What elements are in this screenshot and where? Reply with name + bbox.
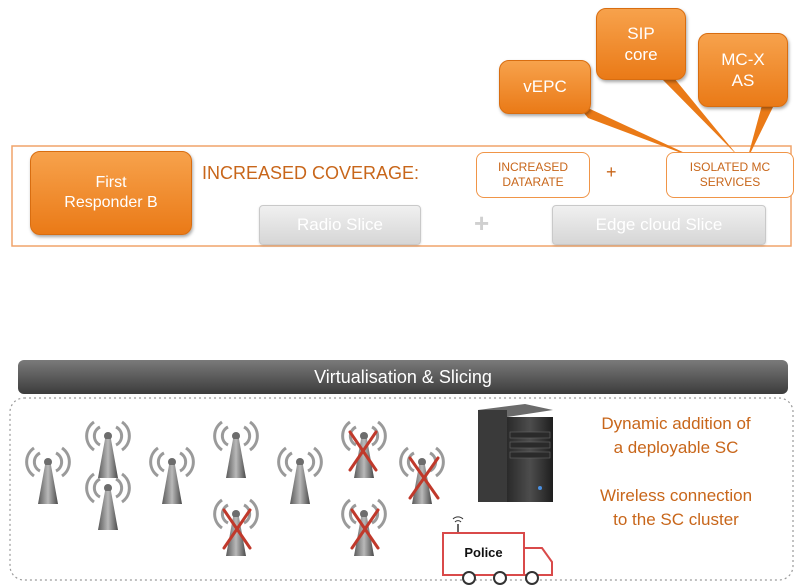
radio-slice-box: Radio Slice xyxy=(259,205,421,245)
police-label: Police xyxy=(464,545,503,560)
virtualisation-bar xyxy=(18,360,788,394)
datarate-line2: DATARATE xyxy=(502,175,564,189)
as-label: AS xyxy=(731,71,755,90)
text-line-5: to the SC cluster xyxy=(613,510,739,529)
mcx-as-callout: MC-X AS xyxy=(698,33,788,107)
bottom-dashed-frame xyxy=(9,397,794,581)
mcx-pointer xyxy=(747,105,774,160)
edge-cloud-slice-box: Edge cloud Slice xyxy=(552,205,766,245)
sip-core-callout: SIP core xyxy=(596,8,686,80)
cross-icon xyxy=(222,508,252,550)
plus-sign: + xyxy=(606,162,617,182)
dynamic-addition-text: Dynamic addition of a deployable SC Wire… xyxy=(562,412,790,532)
cross-icon xyxy=(408,456,440,500)
tower-icon xyxy=(85,472,131,532)
core-label: core xyxy=(624,45,658,64)
sip-label: SIP xyxy=(627,23,655,43)
tower-icon xyxy=(25,446,71,506)
text-line-2: a deployable SC xyxy=(613,438,739,457)
first-responder-line2: Responder B xyxy=(64,194,158,211)
police-truck-icon xyxy=(442,516,553,585)
datarate-box: INCREASED DATARATE xyxy=(476,152,590,198)
radio-slice-label: Radio Slice xyxy=(297,215,383,234)
tower-icon xyxy=(85,420,131,480)
cross-icon xyxy=(350,508,380,550)
vepc-callout: vEPC xyxy=(499,60,591,114)
tower-icon xyxy=(149,446,195,506)
server-icon xyxy=(478,404,553,502)
first-responder-box: First Responder B xyxy=(30,151,192,235)
datarate-line1: INCREASED xyxy=(497,160,568,174)
plus-sign-grey: + xyxy=(474,208,490,238)
isolated-line1: ISOLATED MC xyxy=(689,160,771,174)
vepc-label: vEPC xyxy=(523,77,567,97)
text-line-4: Wireless connection xyxy=(599,486,753,505)
tower-icon xyxy=(213,420,259,480)
mcx-label: MC-X xyxy=(721,49,765,69)
coverage-label: INCREASED COVERAGE: xyxy=(202,163,420,183)
virtualisation-bar-label: Virtualisation & Slicing xyxy=(314,366,492,387)
edge-cloud-slice-label: Edge cloud Slice xyxy=(595,215,723,234)
sip-pointer xyxy=(661,78,738,156)
text-line-1: Dynamic addition of xyxy=(601,414,751,433)
isolated-mc-services-box: ISOLATED MC SERVICES xyxy=(666,152,794,198)
first-responder-line1: First xyxy=(95,174,127,191)
text-line-3 xyxy=(562,460,790,484)
cross-icon xyxy=(348,430,378,472)
tower-icon xyxy=(277,446,323,506)
vepc-pointer xyxy=(575,102,700,160)
isolated-line2: SERVICES xyxy=(699,175,761,189)
